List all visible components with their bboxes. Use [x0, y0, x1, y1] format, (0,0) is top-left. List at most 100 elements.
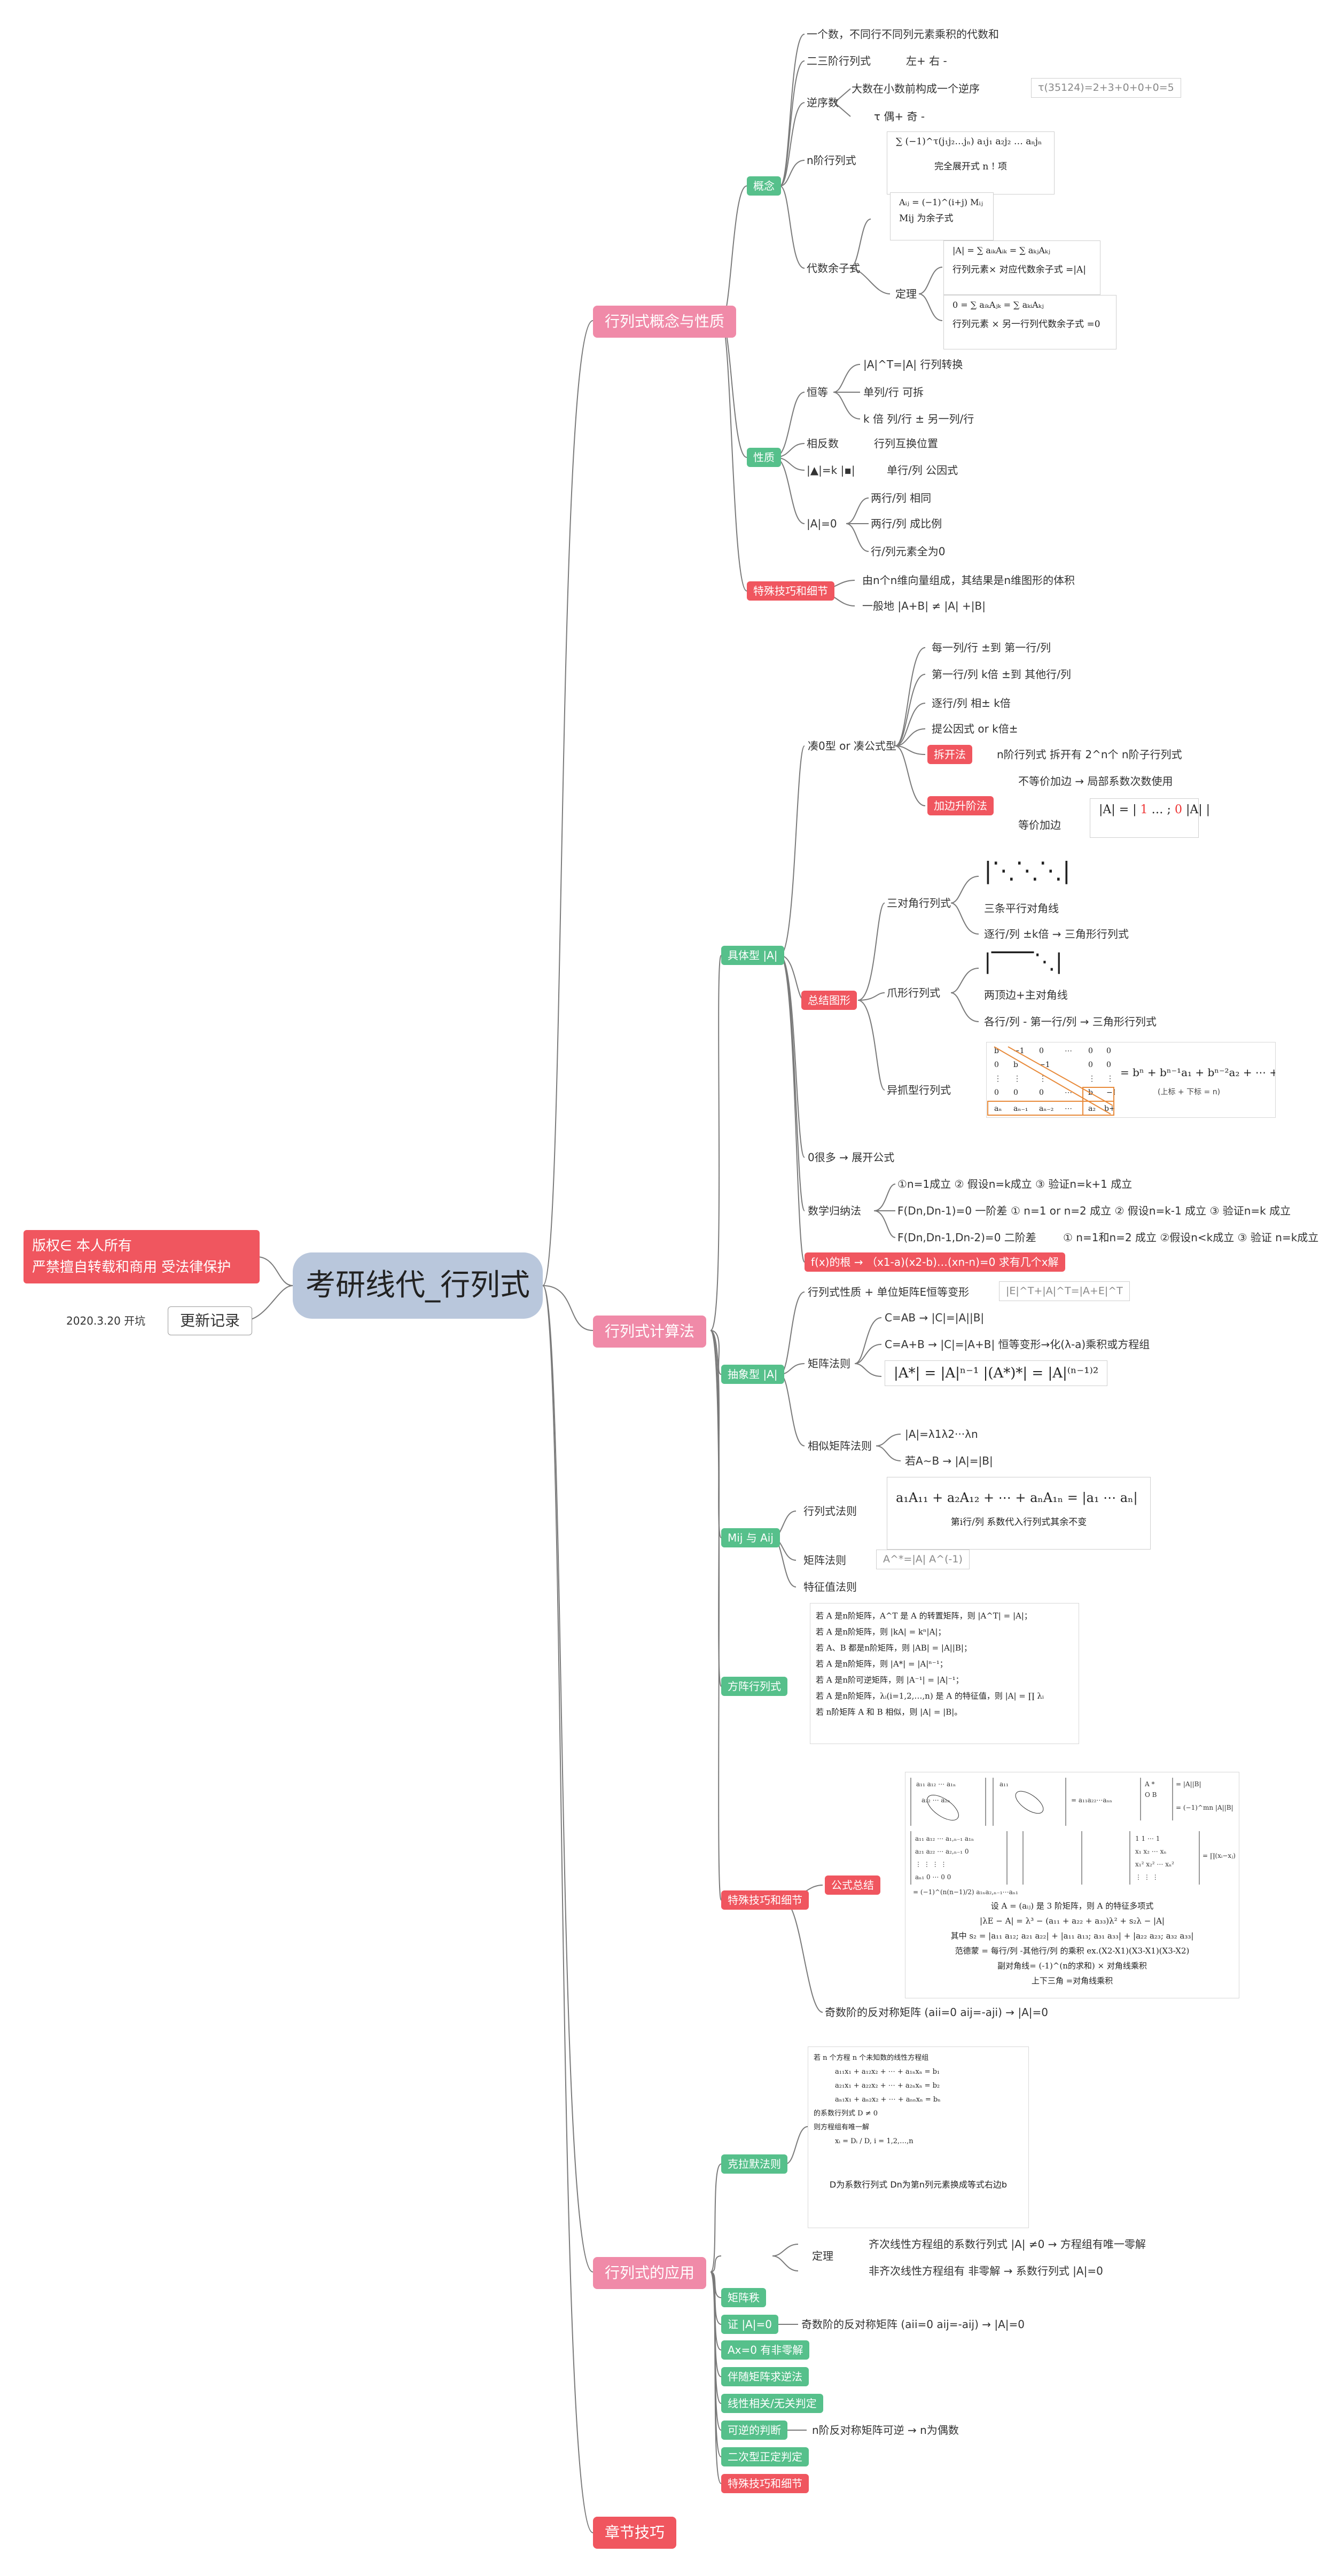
- node-linear[interactable]: 线性相关/无关判定: [721, 2394, 823, 2413]
- node-concrete[interactable]: 具体型 |A|: [721, 946, 784, 965]
- tips-1-a[interactable]: 由n个n维向量组成，其结果是n维图形的体积: [862, 574, 1075, 587]
- odd-label[interactable]: 异抓型行列式: [887, 1084, 951, 1096]
- root-topic[interactable]: 考研线代_行列式: [293, 1252, 543, 1319]
- calc-k3b[interactable]: F(Dn,Dn-1)=0 一阶差: [897, 1204, 1008, 1217]
- tri-b[interactable]: 逐行/列 ±k倍 → 三角形行列式: [984, 928, 1129, 940]
- tips-1-b[interactable]: 一般地 |A+B| ≠ |A| +|B|: [862, 600, 986, 612]
- node-summary[interactable]: 总结图形: [801, 991, 857, 1010]
- property-3a[interactable]: 单行/列 公因式: [887, 464, 958, 477]
- property-4[interactable]: |A|=0: [807, 517, 837, 530]
- mij-1-box[interactable]: a₁A₁₁ + a₂A₁₂ + ⋯ + aₙA₁ₙ = |a₁ ⋯ aₙ| 第i…: [887, 1477, 1151, 1550]
- node-special[interactable]: 特殊技巧和细节: [721, 1890, 809, 1910]
- node-concept[interactable]: 概念: [747, 176, 781, 196]
- node-eigen[interactable]: 伴随矩阵求逆法: [721, 2367, 809, 2386]
- abstract-3b[interactable]: 若A∼B → |A|=|B|: [905, 1454, 993, 1467]
- app-theorem-2[interactable]: 非齐次线性方程组有 非零解 → 系数行列式 |A|=0: [869, 2264, 1103, 2277]
- border-b[interactable]: 等价加边: [1018, 819, 1061, 831]
- calc-k3[interactable]: 数学归纳法: [808, 1204, 861, 1217]
- calc-k3b-a[interactable]: ① n=1 or n=2 成立 ② 假设n=k-1 成立 ③ 验证n=k 成立: [1011, 1204, 1291, 1217]
- border-a[interactable]: 不等价加边 → 局部系数次数使用: [1018, 775, 1173, 788]
- node-abstract[interactable]: 抽象型 |A|: [721, 1365, 784, 1384]
- abstract-2a[interactable]: C=AB → |C|=|A||B|: [885, 1311, 985, 1324]
- calc-k1b[interactable]: 第一行/列 k倍 ±到 其他行/列: [932, 668, 1071, 681]
- node-split[interactable]: 拆开法: [927, 745, 972, 764]
- property-1c[interactable]: k 倍 列/行 ± 另一列/行: [863, 413, 974, 425]
- property-2[interactable]: 相反数: [807, 437, 839, 450]
- node-proof[interactable]: 证 |A|=0: [721, 2315, 778, 2334]
- mij-3[interactable]: 特征值法则: [803, 1581, 857, 1593]
- tri-a[interactable]: 三条平行对角线: [984, 902, 1059, 915]
- formula-summary-matrices: a₁₁ a₁₂ ⋯ a₁ₙ a₂₂ ⋯ a₂ₙ a₁₁ = a₁₁a₂₂⋯aₙₙ…: [910, 1778, 1236, 1896]
- abstract-3[interactable]: 相似矩阵法则: [808, 1439, 872, 1452]
- concept-4-formula[interactable]: ∑ (−1)^τ(j₁j₂…jₙ) a₁j₁ a₂j₂ … aₙjₙ 完全展开式…: [887, 131, 1055, 194]
- property-4c[interactable]: 行/列元素全为0: [871, 545, 946, 558]
- node-border[interactable]: 加边升阶法: [927, 796, 994, 815]
- property-4b[interactable]: 两行/列 成比例: [871, 517, 942, 530]
- proof-a[interactable]: 奇数阶的反对称矩阵 (aii=0 aij=-aij) → |A|=0: [801, 2318, 1025, 2331]
- node-quadratic[interactable]: 二次型正定判定: [721, 2447, 809, 2466]
- node-invertible[interactable]: 可逆的判断: [721, 2421, 787, 2440]
- update-record-node[interactable]: 更新记录: [168, 1306, 253, 1335]
- concept-3a[interactable]: 大数在小数前构成一个逆序: [852, 82, 980, 95]
- theorem-1-box[interactable]: |A| = ∑ aᵢₖAᵢₖ = ∑ aₖⱼAₖⱼ 行列元素× 对应代数余子式 …: [943, 240, 1100, 295]
- branch-chapter-tips[interactable]: 章节技巧: [593, 2517, 677, 2549]
- concept-5-formula[interactable]: Aᵢⱼ = (−1)^(i+j) Mᵢⱼ Mij 为余子式: [890, 192, 994, 240]
- abstract-2c[interactable]: |A*| = |A|ⁿ⁻¹ |(A*)*| = |A|⁽ⁿ⁻¹⁾²: [885, 1360, 1108, 1386]
- node-mij[interactable]: Mij 与 Aij: [721, 1528, 780, 1547]
- calc-k1d[interactable]: 提公因式 or k倍±: [932, 722, 1018, 735]
- mij-1[interactable]: 行列式法则: [803, 1505, 857, 1517]
- concept-5-theorem[interactable]: 定理: [895, 287, 917, 300]
- abstract-3a[interactable]: |A|=λ1λ2···λn: [905, 1428, 978, 1441]
- node-tricks[interactable]: 特殊技巧和细节: [721, 2474, 809, 2493]
- property-4a[interactable]: 两行/列 相同: [871, 492, 932, 504]
- calc-k4[interactable]: f(x)的根 → （x1-a)(x2-b)…(xn-n)=0 求有几个x解: [805, 1252, 1065, 1272]
- node-tips-1[interactable]: 特殊技巧和细节: [747, 581, 834, 601]
- abstract-2b[interactable]: C=A+B → |C|=|A+B| 恒等变形→化(λ-a)乘积或方程组: [885, 1338, 1150, 1351]
- concept-3[interactable]: 逆序数: [807, 96, 839, 109]
- node-property[interactable]: 性质: [747, 448, 781, 467]
- property-2a[interactable]: 行列互换位置: [874, 437, 938, 450]
- app-theorem-1[interactable]: 齐次线性方程组的系数行列式 |A| ≠0 → 方程组有唯一零解: [869, 2238, 1146, 2251]
- concept-3a-example[interactable]: τ(35124)=2+3+0+0+0=5: [1031, 78, 1181, 98]
- calc-k3c[interactable]: F(Dn,Dn-1,Dn-2)=0 二阶差: [897, 1231, 1036, 1244]
- property-1b[interactable]: 单列/行 可拆: [863, 386, 924, 399]
- claw-b[interactable]: 各行/列 - 第一行/列 → 三角形行列式: [984, 1015, 1157, 1028]
- concept-2a[interactable]: 左+ 右 -: [906, 55, 947, 67]
- branch-concept-properties[interactable]: 行列式概念与性质: [593, 306, 737, 338]
- claw-label[interactable]: 爪形行列式: [887, 986, 940, 999]
- branch-application[interactable]: 行列式的应用: [593, 2257, 707, 2289]
- concept-3b[interactable]: τ 偶+ 奇 -: [874, 110, 925, 123]
- app-theorem[interactable]: 定理: [812, 2250, 833, 2262]
- node-formula-summary[interactable]: 公式总结: [825, 1875, 880, 1895]
- branch-calculation[interactable]: 行列式计算法: [593, 1316, 707, 1348]
- concept-4[interactable]: n阶行列式: [807, 154, 856, 167]
- tri-label[interactable]: 三对角行列式: [887, 897, 951, 909]
- svg-text:⋮: ⋮: [1013, 1075, 1021, 1083]
- mij-2-example[interactable]: A^*=|A| A^(-1): [876, 1550, 970, 1569]
- mij-2[interactable]: 矩阵法则: [803, 1554, 846, 1567]
- node-cramer[interactable]: 克拉默法则: [721, 2154, 787, 2174]
- node-square[interactable]: 方阵行列式: [721, 1677, 787, 1696]
- invertible-a[interactable]: n阶反对称矩阵可逆 → n为偶数: [812, 2424, 959, 2437]
- abstract-1-example[interactable]: |E|^T+|A|^T=|A+E|^T: [999, 1281, 1130, 1301]
- calc-k2[interactable]: 0很多 → 展开公式: [808, 1151, 895, 1164]
- concept-1[interactable]: 一个数，不同行不同列元素乘积的代数和: [807, 28, 999, 41]
- concept-5[interactable]: 代数余子式: [807, 262, 860, 275]
- property-3[interactable]: |▲|=k |▪|: [807, 464, 855, 477]
- abstract-1[interactable]: 行列式性质 + 单位矩阵E恒等变形: [808, 1286, 970, 1298]
- anti-symmetric-note[interactable]: 奇数阶的反对称矩阵 (aii=0 aij=-aji) → |A|=0: [825, 2006, 1048, 2019]
- property-1a[interactable]: |A|^T=|A| 行列转换: [863, 358, 963, 371]
- theorem-2-box[interactable]: 0 = ∑ aᵢₖAⱼₖ = ∑ aₖᵢAₖⱼ 行列元素 × 另一行列代数余子式…: [943, 295, 1116, 349]
- calc-k1c[interactable]: 逐行/列 相± k倍: [932, 697, 1011, 710]
- calc-k3c-a[interactable]: ① n=1和n=2 成立 ②假设n<k成立 ③ 验证 n=k成立: [1063, 1231, 1319, 1244]
- calc-k1a[interactable]: 每一列/行 ±到 第一行/列: [932, 641, 1051, 654]
- property-1[interactable]: 恒等: [807, 386, 828, 399]
- calc-k3a[interactable]: ①n=1成立 ② 假设n=k成立 ③ 验证n=k+1 成立: [897, 1178, 1133, 1190]
- concept-2[interactable]: 二三阶行列式: [807, 55, 871, 67]
- node-ax0[interactable]: Ax=0 有非零解: [721, 2340, 810, 2360]
- calc-k1[interactable]: 凑0型 or 凑公式型: [808, 740, 896, 752]
- claw-a[interactable]: 两顶边+主对角线: [984, 989, 1068, 1001]
- node-rank[interactable]: 矩阵秩: [721, 2288, 766, 2307]
- split-a[interactable]: n阶行列式 拆开有 2^n个 n阶子行列式: [997, 748, 1182, 761]
- abstract-2[interactable]: 矩阵法则: [808, 1357, 850, 1370]
